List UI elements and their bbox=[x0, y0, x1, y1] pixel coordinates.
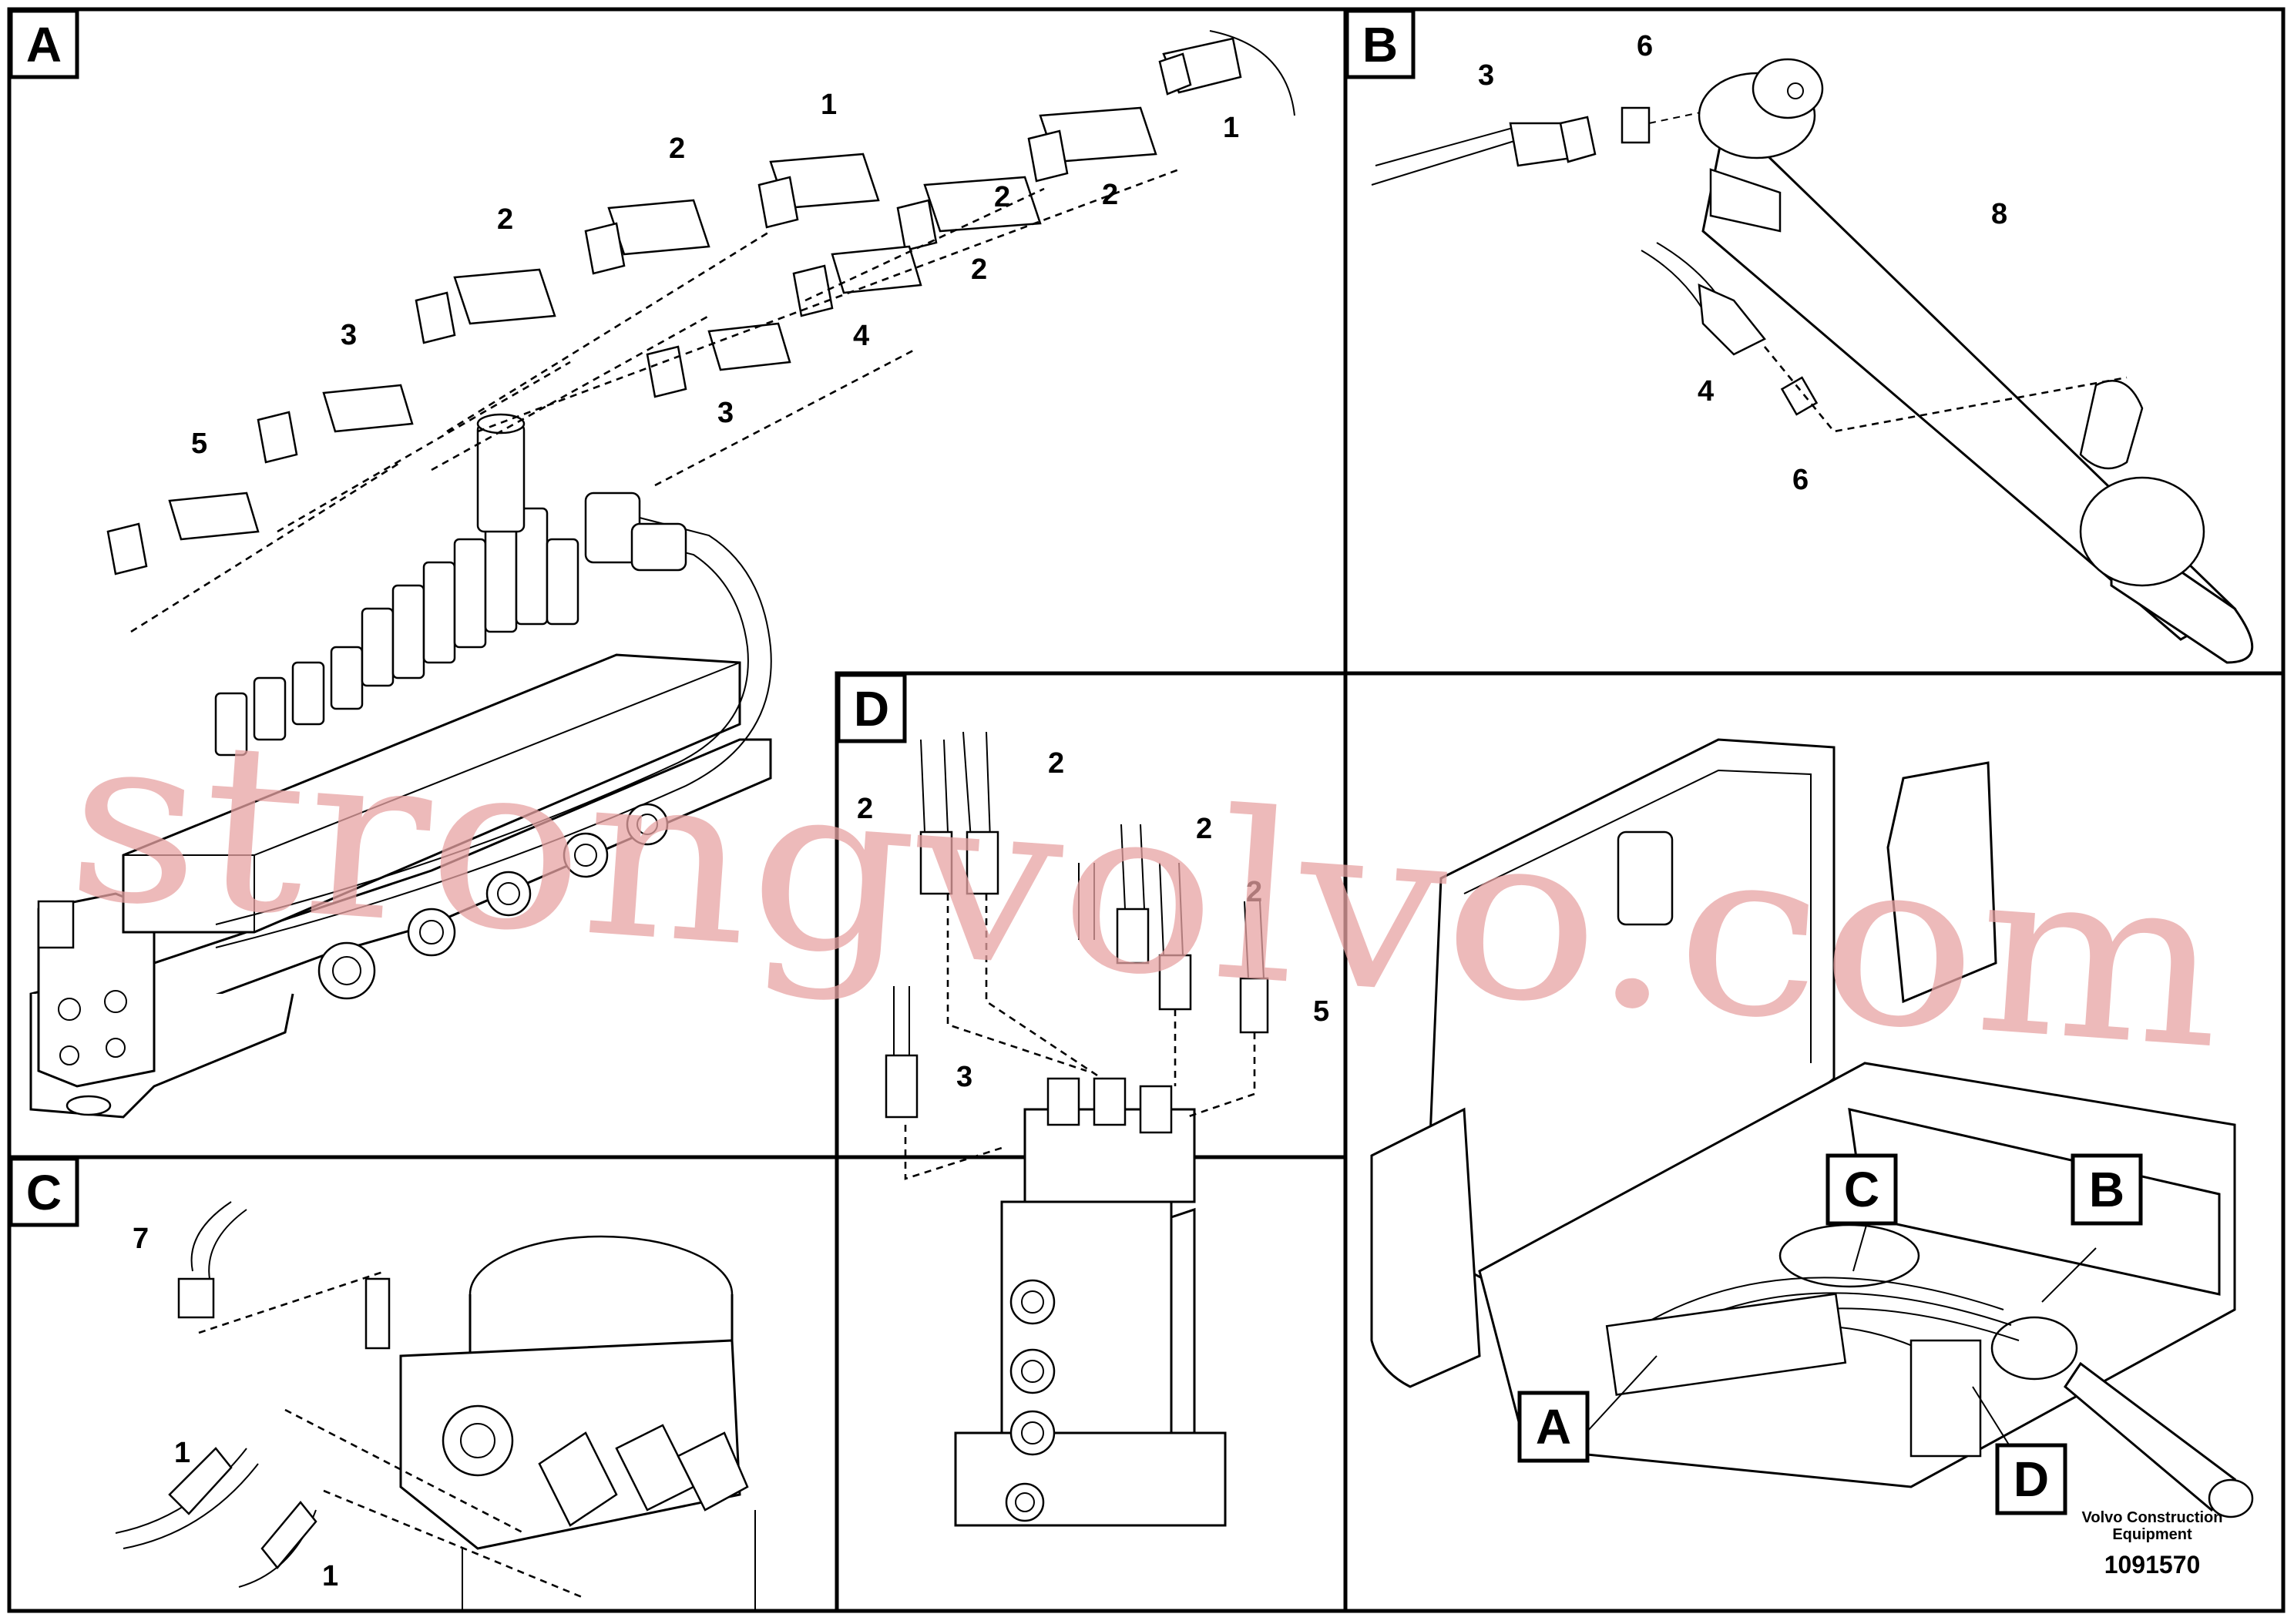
callout-a-2d: 2 bbox=[971, 253, 987, 286]
panel-d-callouts: 2 2 2 2 3 5 bbox=[857, 747, 1329, 1093]
callout-d-2a: 2 bbox=[857, 793, 873, 825]
part-number: 1091570 bbox=[2104, 1551, 2201, 1579]
callout-b-3: 3 bbox=[1478, 59, 1494, 92]
callout-b-6b: 6 bbox=[1792, 464, 1809, 496]
callout-a-5: 5 bbox=[191, 428, 207, 460]
panel-d-drawing bbox=[885, 731, 1269, 1527]
brand-line-1: Volvo Construction bbox=[2082, 1509, 2223, 1526]
panel-a-drawing bbox=[29, 30, 1295, 1119]
panel-c-drawing bbox=[115, 1201, 756, 1610]
panel-a-leaders bbox=[130, 168, 1180, 633]
callout-a-3b: 3 bbox=[717, 397, 734, 429]
callout-a-3a: 3 bbox=[341, 319, 357, 351]
callout-d-2c: 2 bbox=[1196, 813, 1212, 845]
valve-ports bbox=[214, 413, 687, 1000]
overview-label-d: D bbox=[2014, 1451, 2049, 1507]
panel-b-callouts: 3 6 8 4 6 bbox=[1478, 30, 2007, 496]
callout-b-8: 8 bbox=[1991, 198, 2007, 230]
overview-label-a: A bbox=[1536, 1399, 1571, 1455]
watermark-text: strongvolvo.com bbox=[60, 682, 2232, 1100]
callout-a-2c: 2 bbox=[1102, 179, 1118, 211]
overview-label-b: B bbox=[2089, 1162, 2124, 1217]
panel-frames bbox=[7, 7, 2286, 1613]
callout-b-4: 4 bbox=[1698, 375, 1714, 408]
panel-d-letter: D bbox=[854, 681, 889, 737]
callout-d-3: 3 bbox=[956, 1061, 972, 1093]
overview-drawing bbox=[1370, 738, 2254, 1518]
callout-c-7: 7 bbox=[133, 1223, 149, 1255]
callout-d-2d: 2 bbox=[1246, 876, 1262, 908]
brand-line-2: Equipment bbox=[2112, 1526, 2192, 1543]
callout-d-2b: 2 bbox=[1048, 747, 1064, 780]
overview-label-c: C bbox=[1844, 1162, 1879, 1217]
panel-a-hoses bbox=[106, 30, 1295, 575]
panel-d-letter-box: D bbox=[836, 673, 907, 743]
panel-a-letter-box: A bbox=[8, 8, 79, 79]
footer: Volvo Construction Equipment 1091570 bbox=[2082, 1509, 2223, 1579]
callout-a-2e: 2 bbox=[994, 181, 1010, 213]
callout-a-2a: 2 bbox=[669, 133, 685, 165]
panel-a-callouts: 1 1 2 2 2 2 2 3 3 4 5 bbox=[191, 89, 1239, 460]
callout-a-1b: 1 bbox=[821, 89, 837, 121]
overview-labels: C B A D bbox=[1517, 1153, 2143, 1515]
panel-b-letter-box: B bbox=[1345, 8, 1416, 79]
panel-a-letter: A bbox=[26, 17, 62, 72]
callout-d-5: 5 bbox=[1313, 995, 1329, 1028]
panel-c-callouts: 7 1 1 bbox=[133, 1223, 338, 1592]
panel-c-letter: C bbox=[26, 1165, 62, 1220]
panel-b-letter: B bbox=[1362, 17, 1398, 72]
callout-c-1a: 1 bbox=[174, 1437, 190, 1469]
panel-c-letter-box: C bbox=[8, 1156, 79, 1227]
callout-a-1a: 1 bbox=[1223, 112, 1239, 144]
callout-c-1b: 1 bbox=[322, 1560, 338, 1592]
panel-b-drawing bbox=[1371, 58, 2254, 664]
callout-a-2b: 2 bbox=[497, 203, 513, 236]
callout-b-6a: 6 bbox=[1637, 30, 1653, 62]
callout-a-4: 4 bbox=[853, 320, 869, 352]
